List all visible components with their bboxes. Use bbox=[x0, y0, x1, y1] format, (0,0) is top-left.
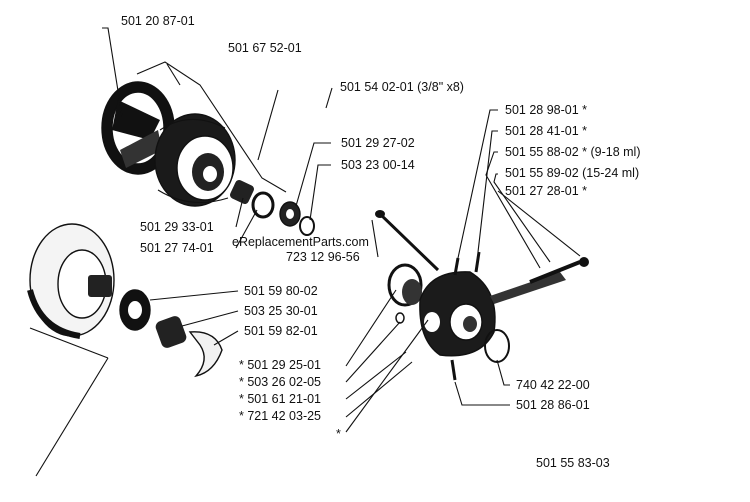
label-503-23-00-14: 503 23 00-14 bbox=[341, 158, 415, 172]
label-501-27-74-01: 501 27 74-01 bbox=[140, 241, 214, 255]
label-asterisk: * bbox=[336, 427, 341, 441]
label-501-59-80-02: 501 59 80-02 bbox=[244, 284, 318, 298]
label-501-28-98-01: 501 28 98-01 * bbox=[505, 103, 587, 117]
part-labels: 501 20 87-01 501 67 52-01 501 54 02-01 (… bbox=[121, 14, 641, 470]
label-501-29-27-02: 501 29 27-02 bbox=[341, 136, 415, 150]
label-501-55-89-02: 501 55 89-02 (15-24 ml) bbox=[505, 166, 639, 180]
oil-pump-illustration bbox=[375, 210, 589, 381]
label-501-59-82-01: 501 59 82-01 bbox=[244, 324, 318, 338]
label-721-42-03-25: * 721 42 03-25 bbox=[239, 409, 321, 423]
leader-lines bbox=[29, 27, 581, 477]
label-501-29-33-01: 501 29 33-01 bbox=[140, 220, 214, 234]
label-501-29-25-01: * 501 29 25-01 bbox=[239, 358, 321, 372]
label-503-25-30-01: 503 25 30-01 bbox=[244, 304, 318, 318]
label-501-28-86-01: 501 28 86-01 bbox=[516, 398, 590, 412]
label-501-55-88-02: 501 55 88-02 * (9-18 ml) bbox=[505, 145, 641, 159]
clutch-drum-illustration bbox=[27, 223, 223, 378]
label-501-28-41-01: 501 28 41-01 * bbox=[505, 124, 587, 138]
label-740-42-22-00: 740 42 22-00 bbox=[516, 378, 590, 392]
label-501-61-21-01: * 501 61 21-01 bbox=[239, 392, 321, 406]
label-501-54-02-01: 501 54 02-01 (3/8" x8) bbox=[340, 80, 464, 94]
diagram-footer-code: 501 55 83-03 bbox=[536, 456, 610, 470]
watermark: eReplacementParts.com bbox=[232, 235, 369, 249]
label-723-12-96-56: 723 12 96-56 bbox=[286, 250, 360, 264]
label-501-20-87-01: 501 20 87-01 bbox=[121, 14, 195, 28]
label-501-67-52-01: 501 67 52-01 bbox=[228, 41, 302, 55]
label-503-26-02-05: * 503 26 02-05 bbox=[239, 375, 321, 389]
clutch-assembly-illustration bbox=[101, 81, 315, 236]
label-501-27-28-01: 501 27 28-01 * bbox=[505, 184, 587, 198]
